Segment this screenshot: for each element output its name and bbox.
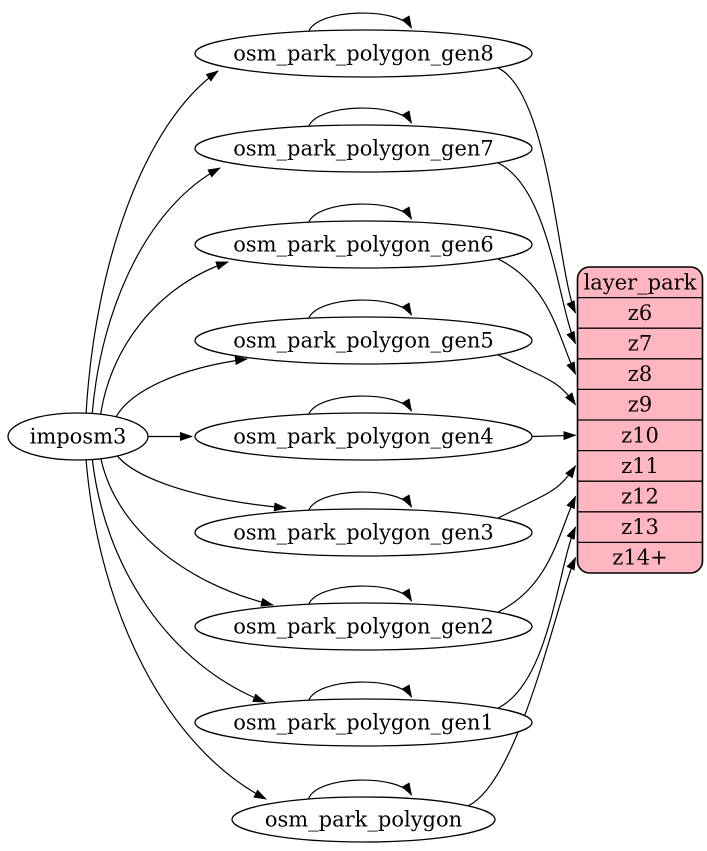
edge-imposm3-osm_park_polygon_gen1 [91, 456, 266, 703]
node-shape-osm_park_polygon_gen6 [194, 220, 533, 269]
edge-osm_park_polygon_gen3-row [498, 465, 577, 519]
node-label-osm_park_polygon_gen4: osm_park_polygon_gen4 [233, 425, 494, 449]
node-shape-osm_park_polygon_gen7 [194, 124, 533, 173]
node-osm_park_polygon_gen6: osm_park_polygon_gen6 [194, 220, 533, 269]
edge-imposm3-osm_park_polygon_gen6 [99, 261, 229, 420]
node-label-osm_park_polygon_gen6: osm_park_polygon_gen6 [233, 233, 494, 257]
layer-table-row-z14+: z14+ [612, 546, 667, 570]
edge-osm_park_polygon_gen4-row [531, 431, 577, 441]
node-label-osm_park_polygon_gen1: osm_park_polygon_gen1 [233, 711, 494, 735]
node-shape-imposm3 [7, 412, 149, 461]
node-shape-osm_park_polygon_gen3 [194, 508, 533, 557]
node-label-osm_park_polygon: osm_park_polygon [265, 808, 462, 832]
node-label-osm_park_polygon_gen8: osm_park_polygon_gen8 [233, 42, 494, 66]
edge-osm_park_polygon_gen5-row [498, 354, 577, 406]
node-osm_park_polygon_gen2: osm_park_polygon_gen2 [194, 602, 533, 651]
node-label-osm_park_polygon_gen5: osm_park_polygon_gen5 [233, 329, 494, 353]
edge-selfloop-osm_park_polygon [307, 779, 413, 800]
edge-selfloop-osm_park_polygon_gen3 [307, 491, 413, 512]
node-label-imposm3: imposm3 [30, 425, 127, 449]
node-shape-osm_park_polygon_gen2 [194, 602, 533, 651]
edge-osm_park_polygon_gen7-row [498, 162, 577, 345]
layer-table-row-z8: z8 [628, 362, 652, 386]
edge-imposm3-osm_park_polygon_gen2 [99, 453, 274, 607]
layer-table-row-z7: z7 [628, 332, 652, 356]
node-shape-osm_park_polygon_gen1 [194, 698, 533, 747]
layer-table-row-z13: z13 [621, 515, 659, 539]
node-imposm3: imposm3 [7, 412, 149, 461]
node-shape-osm_park_polygon [231, 796, 496, 843]
edge-imposm3-osm_park_polygon_gen7 [91, 167, 221, 417]
edge-imposm3-osm_park_polygon_gen8 [85, 70, 219, 415]
node-osm_park_polygon_gen4: osm_park_polygon_gen4 [194, 412, 533, 461]
edge-selfloop-osm_park_polygon_gen7 [307, 107, 413, 128]
edge-imposm3-osm_park_polygon [85, 458, 267, 800]
layer-table-row-z11: z11 [621, 454, 659, 478]
node-shape-osm_park_polygon_gen4 [194, 412, 533, 461]
node-shape-osm_park_polygon_gen8 [194, 29, 533, 78]
layer-table-row-z12: z12 [621, 485, 659, 509]
node-osm_park_polygon_gen3: osm_park_polygon_gen3 [194, 508, 533, 557]
edge-selfloop-osm_park_polygon_gen1 [307, 681, 413, 702]
edge-osm_park_polygon_gen2-row [498, 495, 577, 613]
edge-imposm3-osm_park_polygon_gen5 [112, 356, 248, 425]
node-osm_park_polygon_gen8: osm_park_polygon_gen8 [194, 29, 533, 78]
edge-osm_park_polygon_gen1-row [498, 526, 577, 709]
node-label-osm_park_polygon_gen2: osm_park_polygon_gen2 [233, 615, 494, 639]
node-label-osm_park_polygon_gen7: osm_park_polygon_gen7 [233, 137, 494, 161]
layer-table: layer_park z6 z7 z8 z9 z10 z11 z12 z13 z14+ [576, 266, 704, 574]
edge-selfloop-osm_park_polygon_gen6 [307, 203, 413, 224]
node-osm_park_polygon: osm_park_polygon [231, 796, 496, 843]
layer-table-row-z10: z10 [621, 423, 659, 447]
node-osm_park_polygon_gen7: osm_park_polygon_gen7 [194, 124, 533, 173]
layer-table-title: layer_park [584, 270, 697, 294]
node-shape-osm_park_polygon_gen5 [194, 316, 533, 365]
layer-table-row-z9: z9 [628, 393, 652, 417]
edges-layer [85, 12, 577, 807]
layer-table-row-z6: z6 [628, 301, 652, 325]
node-label-osm_park_polygon_gen3: osm_park_polygon_gen3 [233, 521, 494, 545]
node-osm_park_polygon_gen1: osm_park_polygon_gen1 [194, 698, 533, 747]
node-osm_park_polygon_gen5: osm_park_polygon_gen5 [194, 316, 533, 365]
edge-selfloop-osm_park_polygon_gen8 [307, 12, 413, 33]
edge-selfloop-osm_park_polygon_gen5 [307, 299, 413, 320]
edge-selfloop-osm_park_polygon_gen2 [307, 585, 413, 606]
edge-osm_park_polygon-row [468, 556, 577, 807]
edge-osm_park_polygon_gen8-row [498, 67, 577, 314]
edge-selfloop-osm_park_polygon_gen4 [307, 395, 413, 416]
edge-osm_park_polygon_gen6-row [498, 258, 577, 376]
edge-imposm3-osm_park_polygon_gen3 [112, 448, 287, 512]
nodes-layer: imposm3 osm_park_polygon_gen8 osm_park_pol… [7, 29, 704, 843]
